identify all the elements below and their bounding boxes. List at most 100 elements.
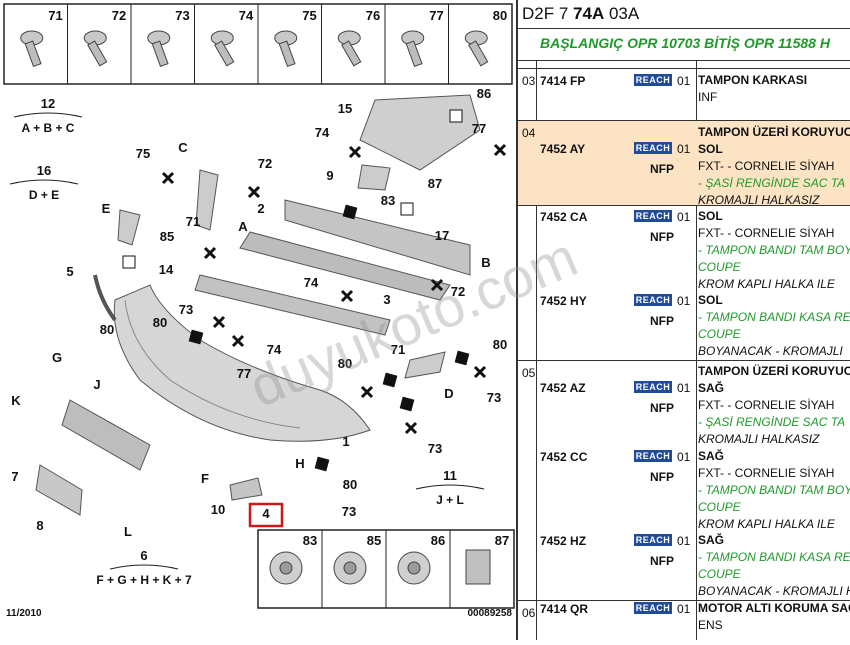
fastener-core bbox=[279, 561, 293, 575]
part-reference[interactable]: 7452 AZ bbox=[540, 381, 586, 395]
part-reference[interactable]: 7452 HY bbox=[540, 294, 587, 308]
reach-badge: REACH bbox=[634, 602, 672, 614]
callout-label: 74 bbox=[304, 275, 319, 290]
fastener-number: 86 bbox=[431, 533, 445, 548]
description-line: FXT- - CORNELIE SİYAH bbox=[698, 159, 835, 173]
callout-label: 73 bbox=[342, 504, 356, 519]
callout-label: 73 bbox=[428, 441, 442, 456]
cross-marker bbox=[360, 385, 374, 399]
fastener-number: 71 bbox=[48, 8, 62, 23]
part-group bbox=[518, 600, 850, 640]
fastener-core bbox=[407, 561, 421, 575]
part-reference[interactable]: 7452 CA bbox=[540, 210, 588, 224]
fastener-shank bbox=[341, 40, 362, 67]
group-number: 03 bbox=[522, 74, 536, 88]
callout-label: 86 bbox=[477, 86, 491, 101]
clip-shape bbox=[465, 549, 491, 585]
callout-label: 72 bbox=[451, 284, 465, 299]
quantity: 01 bbox=[677, 602, 691, 616]
bracket-C bbox=[195, 169, 219, 231]
diagram-doc-number: 00089258 bbox=[468, 608, 513, 619]
callout-label: 80 bbox=[338, 356, 352, 371]
quantity: 01 bbox=[677, 294, 691, 308]
fastener-shank bbox=[278, 40, 296, 68]
callout-label: 15 bbox=[338, 101, 352, 116]
callout-label: F bbox=[201, 471, 209, 486]
callout-label: 4 bbox=[262, 506, 270, 521]
description-line: FXT- - CORNELIE SİYAH bbox=[698, 398, 835, 412]
callout-label: 80 bbox=[343, 477, 357, 492]
callout-label: G bbox=[52, 350, 62, 365]
set-number: 12 bbox=[41, 96, 55, 111]
description-line: KROMAJLI HALKASIZ bbox=[698, 193, 820, 207]
cross-marker bbox=[473, 365, 487, 379]
part-reference[interactable]: 7452 HZ bbox=[540, 534, 587, 548]
open-square-marker bbox=[400, 202, 414, 216]
bracket-D bbox=[404, 351, 446, 379]
description-line: - TAMPON BANDI KASA RE bbox=[698, 550, 850, 564]
group-number: 04 bbox=[522, 126, 536, 140]
production-range: BAŞLANGIÇ OPR 10703 BİTİŞ OPR 11588 H bbox=[540, 35, 830, 51]
callout-label: 80 bbox=[493, 337, 507, 352]
set-number: 6 bbox=[140, 548, 147, 563]
fastener-core bbox=[343, 561, 357, 575]
lower-grille bbox=[61, 399, 151, 471]
description-line: TAMPON KARKASI bbox=[698, 73, 808, 87]
set-formula: D + E bbox=[29, 188, 59, 202]
fastener-shank bbox=[405, 40, 423, 68]
set-bracket bbox=[415, 484, 485, 490]
fastener-shank bbox=[151, 40, 169, 68]
description-line: COUPE bbox=[698, 327, 741, 341]
description-line: SOL bbox=[698, 209, 723, 223]
part-reference[interactable]: 7414 FP bbox=[540, 74, 586, 88]
description-line: - TAMPON BANDI KASA RE bbox=[698, 310, 850, 324]
description-line: - ŞASİ RENGİNDE SAC TA bbox=[698, 415, 846, 429]
description-line: SOL bbox=[698, 293, 723, 307]
callout-label: 73 bbox=[487, 390, 501, 405]
callout-label: C bbox=[178, 140, 188, 155]
part-reference[interactable]: 7452 AY bbox=[540, 142, 586, 156]
part-reference[interactable]: 7414 QR bbox=[540, 602, 589, 616]
description-line: SAĞ bbox=[698, 533, 725, 547]
callout-label: H bbox=[295, 456, 304, 471]
square-marker bbox=[382, 372, 398, 388]
description-line: KROM KAPLI HALKA ILE bbox=[698, 277, 835, 291]
set-formula: A + B + C bbox=[22, 121, 75, 135]
description-line: SAĞ bbox=[698, 449, 725, 463]
callout-label: 75 bbox=[136, 146, 150, 161]
quantity: 01 bbox=[677, 450, 691, 464]
set-bracket bbox=[13, 112, 83, 118]
callout-label: 77 bbox=[237, 366, 251, 381]
description-line: MOTOR ALTI KORUMA SAC bbox=[698, 601, 850, 615]
highlight-box bbox=[248, 502, 284, 528]
callout-label: 1 bbox=[342, 434, 349, 449]
badge-9 bbox=[357, 164, 391, 191]
callout-label: A bbox=[238, 219, 248, 234]
description-line: SOL bbox=[698, 142, 723, 156]
absorber-14 bbox=[194, 274, 391, 336]
trim-5 bbox=[93, 274, 117, 322]
nfp-flag: NFP bbox=[650, 230, 674, 244]
description-line: SAĞ bbox=[698, 381, 725, 395]
square-marker bbox=[399, 396, 415, 412]
cross-marker bbox=[161, 171, 175, 185]
square-marker bbox=[342, 204, 358, 220]
quantity: 01 bbox=[677, 142, 691, 156]
quantity: 01 bbox=[677, 74, 691, 88]
callout-label: B bbox=[481, 255, 490, 270]
diagram-date: 11/2010 bbox=[6, 608, 42, 619]
callout-label: 5 bbox=[66, 264, 73, 279]
description-line: - TAMPON BANDI TAM BOY bbox=[698, 483, 850, 497]
fastener-number: 74 bbox=[239, 8, 254, 23]
callout-label: K bbox=[11, 393, 21, 408]
callout-label: 9 bbox=[326, 168, 333, 183]
callout-label: L bbox=[124, 524, 132, 539]
fastener-number: 80 bbox=[493, 8, 507, 23]
callout-label: 3 bbox=[383, 292, 390, 307]
set-number: 16 bbox=[37, 163, 51, 178]
part-reference[interactable]: 7452 CC bbox=[540, 450, 588, 464]
